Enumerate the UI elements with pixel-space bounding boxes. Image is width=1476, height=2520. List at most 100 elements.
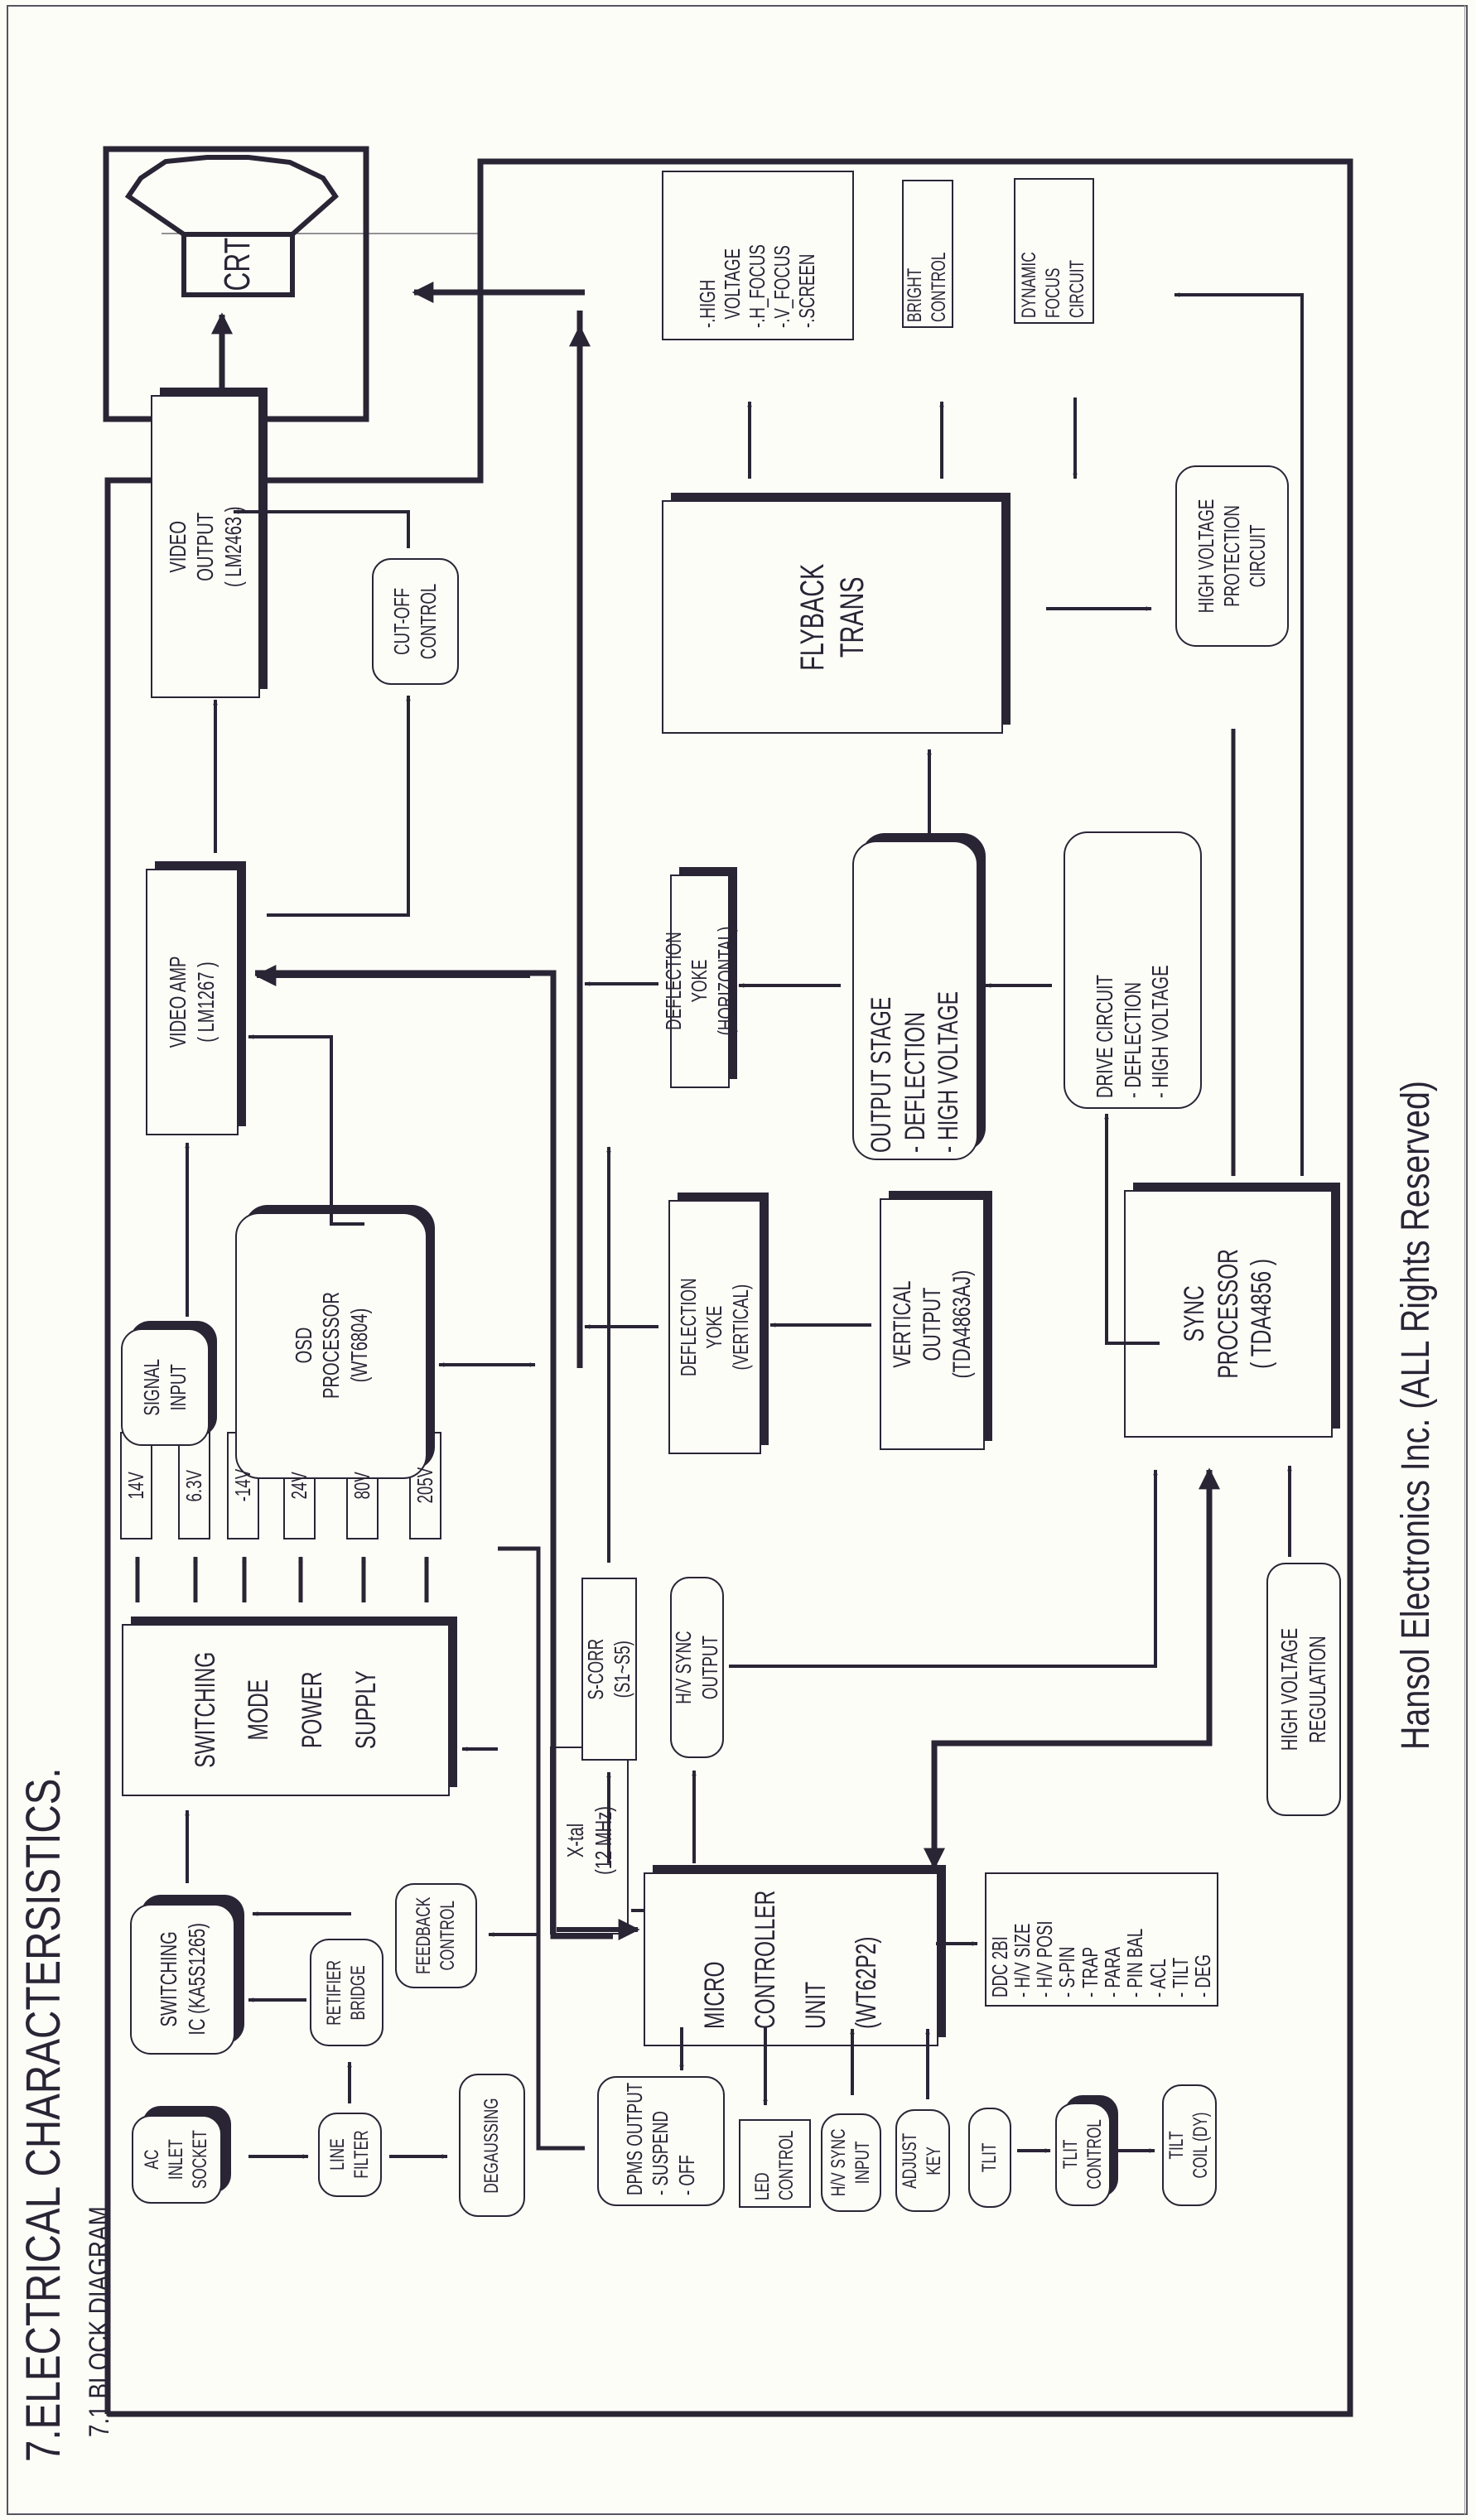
hv-protection-label: HIGH VOLTAGE PROTECTION CIRCUIT (1176, 466, 1288, 646)
feedback-label: FEEDBACK CONTROL (396, 1884, 476, 1988)
mcu-label-text: MICRO CONTROLLER UNIT (WT62P2) (698, 1890, 883, 2029)
smps-box (122, 1624, 450, 1796)
hv-protection-box (1175, 465, 1289, 647)
cutoff-to-vout-crt (233, 509, 410, 548)
tilt-coil-box (1162, 2084, 1217, 2206)
hv-outputs-label-text: -.HIGH VOLTAGE -.H_FOCUS -.V_FOCUS -.SCR… (695, 244, 819, 328)
vertical-output-label: VERTICAL OUTPUT (TDA4863AJ) (880, 1199, 984, 1449)
xtal-label-text: X-tal (12 MHz) (562, 1806, 616, 1875)
video-amp-label-text: VIDEO AMP ( LM1267 ) (165, 956, 219, 1048)
drive-circuit-box (1064, 831, 1202, 1109)
voltage-label-1-text: 6.3V (181, 1469, 206, 1502)
bright-control-label-text: BRIGHT CONTROL (904, 252, 950, 322)
hv-regulation-box (1266, 1563, 1341, 1816)
feedback-box (395, 1883, 477, 1988)
flyback-label: FLYBACK TRANS (663, 501, 1002, 733)
drive-circuit-label: DRIVE CIRCUIT - DEFLECTION - HIGH VOLTAG… (1064, 832, 1201, 1108)
video-amp-label: VIDEO AMP ( LM1267 ) (147, 870, 238, 1135)
crt-label-text: CRT (217, 238, 258, 292)
dpms-trunk (498, 1546, 585, 2151)
crt-neck (181, 232, 295, 297)
cutoff-label-text: CUT-OFF CONTROL (389, 583, 441, 660)
degaussing-label: DEGAUSSING (460, 2074, 524, 2216)
sync-to-dynfocus (1174, 292, 1304, 1176)
switching-ic-box (130, 1904, 235, 2055)
dy-vertical-box (668, 1200, 761, 1454)
ddc-label: DDC 2BI - H/V SIZE - H/V POSI - S-PIN - … (986, 1873, 1218, 2006)
ac-inlet-box (132, 2115, 222, 2204)
tilt-label: TLIT (969, 2108, 1011, 2207)
dy-horizontal-label-text: DEFLECTION YOKE (HORIZONTAL) (661, 927, 738, 1036)
video-output-label-text: VIDEO OUTPUT ( LM2463 ) (164, 506, 246, 587)
tilt-label-text: TLIT (977, 2142, 1001, 2173)
output-stage-label-text: OUTPUT STAGE - DEFLECTION - HIGH VOLTAGE (865, 991, 965, 1153)
video-output-label: VIDEO OUTPUT ( LM2463 ) (152, 396, 259, 697)
sync-processor-box (1124, 1190, 1333, 1438)
line-filter-label: LINE FILTER (319, 2113, 381, 2196)
switching-ic-label: SWITCHING IC (KA5S1265) (131, 1905, 234, 2054)
hv-sync-input-box (821, 2113, 881, 2212)
dy-horizontal-label: DEFLECTION YOKE (HORIZONTAL) (661, 875, 737, 1087)
mcu-box (644, 1872, 938, 2046)
margin-rule (1464, 5, 1465, 2515)
dynamic-focus-label-text: DYNAMIC FOCUS CIRCUIT (1018, 252, 1088, 318)
cutoff-box (372, 558, 459, 685)
hv-outputs-box (662, 171, 854, 340)
crt-label: CRT (184, 234, 292, 295)
degaussing-box (459, 2074, 525, 2217)
xtal-label: X-tal (12 MHz) (551, 1747, 628, 1934)
dpms-box (597, 2076, 725, 2206)
ddc-label-text: DDC 2BI - H/V SIZE - H/V POSI - S-PIN - … (986, 1920, 1216, 1997)
tilt-coil-label: TILT COIL (DY) (1163, 2085, 1216, 2205)
signal-input-box (121, 1328, 210, 1446)
led-label-text: LED CONTROL (750, 2130, 798, 2200)
flyback-box (662, 500, 1003, 734)
voltage-label-0-text: 14V (123, 1472, 148, 1500)
adjust-key-label: ADJUST KEY (896, 2110, 949, 2211)
copyright-footer: Hansol Electronics Inc. (ALL Rights Rese… (1394, 1081, 1438, 1750)
rectifier-box (310, 1939, 383, 2046)
signal-input-label: SIGNAL INPUT (122, 1329, 209, 1445)
smps-label-text: SWITCHING MODE POWER SUPPLY (189, 1651, 382, 1769)
dy-vertical-label: DEFLECTION YOKE (VERTICAL) (669, 1201, 760, 1453)
hv-protection-label-text: HIGH VOLTAGE PROTECTION CIRCUIT (1193, 499, 1271, 614)
hv-sync-input-label: H/V SYNC INPUT (822, 2114, 880, 2211)
sync-processor-label: SYNC PROCESSOR ( TDA4856 ) (1125, 1191, 1332, 1437)
bright-control-box (902, 180, 953, 328)
line-filter-label-text: LINE FILTER (326, 2130, 373, 2180)
amp-to-cutoff (267, 695, 411, 917)
dpms-label: DPMS OUTPUT - SUSPEND - OFF (598, 2077, 724, 2205)
hv-sync-output-label-text: H/V SYNC OUTPUT (671, 1631, 722, 1704)
switching-ic-label-text: SWITCHING IC (KA5S1265) (155, 1923, 210, 2036)
dynamic-focus-box (1014, 178, 1094, 324)
osd-label: OSD PROCESSOR (WT6804) (236, 1213, 427, 1478)
ddc-box (985, 1872, 1218, 2007)
hv-sync-output-box (670, 1577, 724, 1758)
flyback-label-text: FLYBACK TRANS (794, 563, 871, 671)
hv-sync-input-label-text: H/V SYNC INPUT (827, 2128, 874, 2197)
hvsync-out-to-sync (729, 1469, 1158, 1668)
s-corr-box (581, 1578, 637, 1761)
hv-sync-output-label: H/V SYNC OUTPUT (671, 1578, 723, 1757)
hv-outputs-label: -.HIGH VOLTAGE -.H_FOCUS -.V_FOCUS -.SCR… (663, 171, 853, 340)
dy-horizontal-box (670, 875, 730, 1088)
s-corr-label: S-CORR (S1~S5) (582, 1578, 636, 1760)
led-label: LED CONTROL (740, 2120, 810, 2207)
tilt-control-label-text: TLIT CONTROL (1059, 2119, 1106, 2190)
vertical-output-label-text: VERTICAL OUTPUT (TDA4863AJ) (888, 1270, 976, 1379)
osd-label-text: OSD PROCESSOR (WT6804) (290, 1292, 372, 1400)
output-stage-label: OUTPUT STAGE - DEFLECTION - HIGH VOLTAGE (853, 841, 977, 1159)
dpms-label-text: DPMS OUTPUT - SUSPEND - OFF (622, 2082, 699, 2195)
feedback-label-text: FEEDBACK CONTROL (412, 1896, 459, 1975)
sync-to-drive (1104, 1113, 1160, 1345)
signal-input-label-text: SIGNAL INPUT (139, 1358, 191, 1416)
voltage-label-0: 14V (121, 1433, 152, 1539)
adjust-key-box (895, 2109, 950, 2212)
hv-regulation-label: HIGH VOLTAGE REGULATION (1267, 1564, 1340, 1815)
dynamic-focus-label: DYNAMIC FOCUS CIRCUIT (1015, 179, 1093, 323)
section-subtitle: 7.1 BLOCK DIAGRAM (84, 2206, 115, 2437)
main-frame (104, 158, 1353, 2417)
mcu-label: MICRO CONTROLLER UNIT (WT62P2) (644, 1873, 938, 2045)
